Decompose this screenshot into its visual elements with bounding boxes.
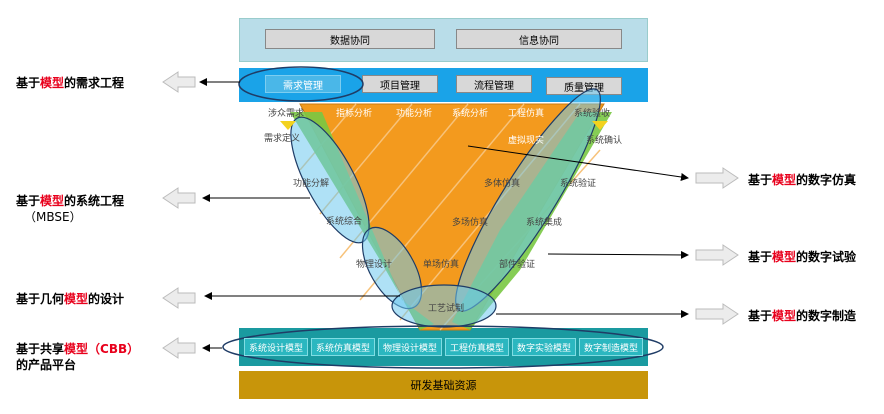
process-mgmt-box: 流程管理 (456, 75, 532, 93)
label-req-definition: 需求定义 (264, 134, 301, 144)
label-model-systems-eng: 基于模型的系统工程 (16, 194, 125, 208)
label-model-requirement-eng: 基于模型的需求工程 (16, 76, 125, 90)
req-ellipse (238, 66, 364, 102)
label-multifield-sim: 多场仿真 (452, 218, 489, 228)
model-system-design: 系统设计模型 (244, 338, 308, 356)
label-component-verification: 部件验证 (499, 260, 536, 270)
label-physical-design: 物理设计 (356, 260, 393, 270)
label-singlefield-sim: 单场仿真 (423, 260, 460, 270)
model-system-sim: 系统仿真模型 (311, 338, 375, 356)
label-function-analysis: 功能分析 (396, 109, 433, 119)
label-system-analysis: 系统分析 (452, 109, 489, 119)
cbb-ellipse (222, 325, 664, 369)
data-collab-box: 数据协同 (265, 29, 435, 49)
label-shared-model-cbb: 基于共享模型（CBB） (16, 342, 140, 356)
label-model-digital-sim: 基于模型的数字仿真 (748, 173, 857, 187)
label-product-platform: 的产品平台 (16, 358, 77, 372)
label-geometric-model-design: 基于几何模型的设计 (16, 292, 125, 306)
right-hollow-arrows (695, 167, 739, 325)
label-model-digital-test: 基于模型的数字试验 (748, 250, 857, 264)
model-physical-design: 物理设计模型 (378, 338, 442, 356)
label-stakeholder-req: 涉众需求 (268, 109, 305, 119)
label-engineering-sim: 工程仿真 (508, 109, 545, 119)
label-multibody-sim: 多体仿真 (484, 179, 521, 189)
label-virtual-reality: 虚拟现实 (508, 136, 545, 146)
label-function-decomp: 功能分解 (293, 179, 330, 189)
label-system-integration: 系统集成 (526, 218, 563, 228)
label-model-digital-mfg: 基于模型的数字制造 (748, 309, 857, 323)
label-system-synthesis: 系统综合 (326, 217, 363, 227)
label-system-verification: 系统验证 (560, 179, 597, 189)
left-hollow-arrows (162, 71, 196, 359)
foundation-band: 研发基础资源 (239, 371, 648, 399)
info-collab-box: 信息协同 (456, 29, 622, 49)
model-digital-mfg: 数字制造模型 (579, 338, 643, 356)
label-indicator-analysis: 指标分析 (336, 109, 373, 119)
mfg-ellipse (391, 284, 497, 328)
label-system-acceptance: 系统验收 (574, 109, 611, 119)
requirement-mgmt-box: 需求管理 (265, 75, 341, 93)
model-digital-experiment: 数字实验模型 (512, 338, 576, 356)
label-process-trial: 工艺试制 (428, 304, 465, 314)
model-engineering-sim: 工程仿真模型 (445, 338, 509, 356)
label-system-validation: 系统确认 (586, 136, 623, 146)
label-mbse: （MBSE） (24, 210, 82, 224)
